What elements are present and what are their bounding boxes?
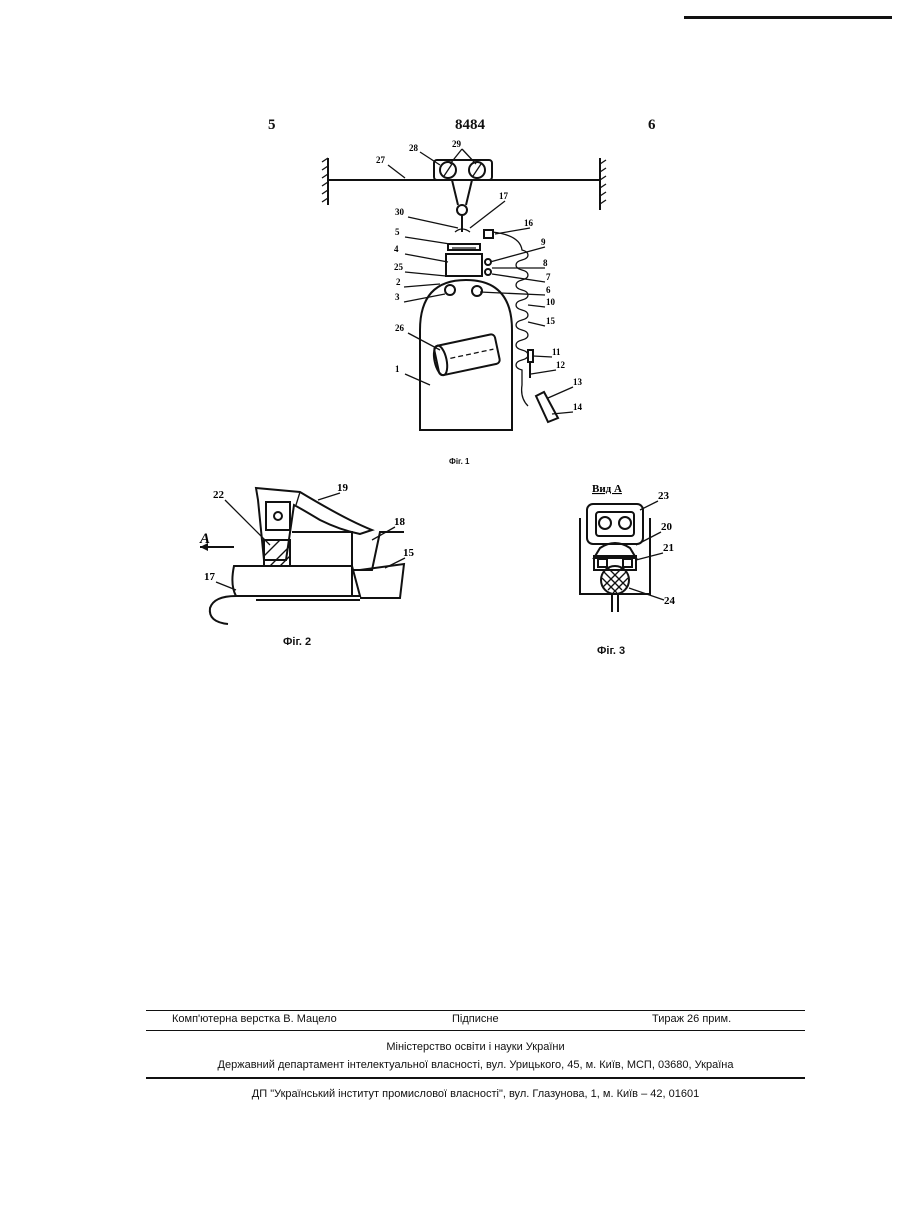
svg-text:27: 27: [376, 155, 386, 165]
printer-line: ДП "Український інститут промислової вла…: [146, 1088, 805, 1100]
svg-text:9: 9: [541, 237, 546, 247]
svg-text:30: 30: [395, 207, 405, 217]
figure-3: Вид А 23 20 21 24: [580, 483, 676, 612]
svg-text:11: 11: [552, 347, 561, 357]
svg-text:4: 4: [394, 244, 399, 254]
circulation: Тираж 26 прим.: [652, 1013, 731, 1025]
footer-rule-bottom: [146, 1077, 805, 1079]
svg-text:10: 10: [546, 297, 556, 307]
footer-rule-middle: [146, 1030, 805, 1031]
svg-text:17: 17: [499, 191, 509, 201]
svg-text:29: 29: [452, 139, 462, 149]
svg-text:15: 15: [403, 547, 415, 559]
svg-text:25: 25: [394, 262, 404, 272]
svg-text:3: 3: [395, 292, 400, 302]
patent-drawings: 28 29 27 17 30 16 5 9 4 8 25 7 2 6 3 10 …: [0, 0, 900, 700]
layout-credit: Комп'ютерна верстка В. Мацело: [172, 1013, 337, 1025]
svg-text:19: 19: [337, 482, 349, 494]
department-line: Державний департамент інтелектуальної вл…: [146, 1059, 805, 1071]
view-marker-a: A: [199, 531, 210, 547]
svg-text:2: 2: [396, 277, 401, 287]
svg-text:21: 21: [663, 542, 674, 554]
svg-text:5: 5: [395, 227, 400, 237]
svg-text:13: 13: [573, 377, 583, 387]
signed-notice: Підписне: [452, 1013, 499, 1025]
svg-text:14: 14: [573, 402, 583, 412]
svg-text:8: 8: [543, 258, 548, 268]
svg-text:12: 12: [556, 360, 566, 370]
svg-text:20: 20: [661, 521, 673, 533]
svg-text:6: 6: [546, 285, 551, 295]
figure-2: A 22 19 18 15 17: [199, 482, 415, 624]
svg-text:24: 24: [664, 595, 676, 607]
fig1-caption: Фіг. 1: [449, 457, 469, 466]
svg-text:28: 28: [409, 143, 419, 153]
fig2-caption: Фіг. 2: [283, 636, 311, 648]
svg-text:16: 16: [524, 218, 534, 228]
svg-text:17: 17: [204, 571, 216, 583]
ministry-line: Міністерство освіти і науки України: [146, 1041, 805, 1053]
svg-text:26: 26: [395, 323, 405, 333]
svg-text:23: 23: [658, 490, 670, 502]
svg-text:18: 18: [394, 516, 406, 528]
svg-text:7: 7: [546, 272, 551, 282]
figure-1: 28 29 27 17 30 16 5 9 4 8 25 7 2 6 3 10 …: [322, 139, 606, 430]
svg-text:1: 1: [395, 364, 400, 374]
fig3-caption: Фіг. 3: [597, 645, 625, 657]
footer-rule-top: [146, 1010, 805, 1011]
svg-text:22: 22: [213, 489, 225, 501]
svg-text:15: 15: [546, 316, 556, 326]
view-title: Вид А: [592, 483, 622, 495]
